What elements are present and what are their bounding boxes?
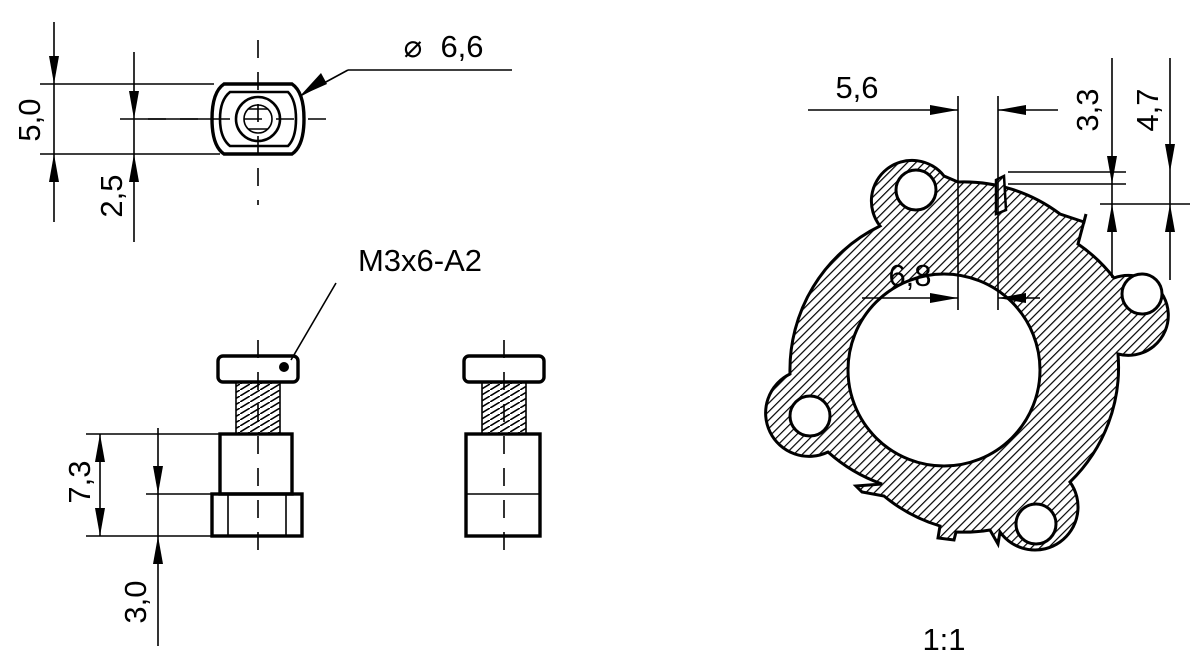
dim-height-total: 7,3: [62, 460, 97, 503]
top-view: [40, 22, 512, 242]
dim-inner-width: 6,8: [888, 258, 931, 293]
ring-dims: [808, 58, 1190, 310]
dim-top-half: 2,5: [94, 174, 129, 217]
screw-front-view: [462, 340, 546, 562]
screw-height-dims: [86, 428, 220, 646]
ring-section: [764, 158, 1170, 552]
dim-offset-a: 3,3: [1070, 88, 1105, 131]
screw-spec-label: M3x6-A2: [358, 243, 482, 278]
dim-offset-b: 4,7: [1130, 88, 1165, 131]
scale-label: 1:1: [922, 622, 965, 657]
dim-diameter: 6,6: [440, 29, 483, 64]
screw-side-view: [210, 282, 337, 560]
diameter-symbol: ⌀: [404, 29, 423, 64]
dim-gap-width: 5,6: [835, 70, 878, 105]
dim-top-height: 5,0: [12, 98, 47, 141]
dim-bottom-height: 3,0: [118, 580, 153, 623]
